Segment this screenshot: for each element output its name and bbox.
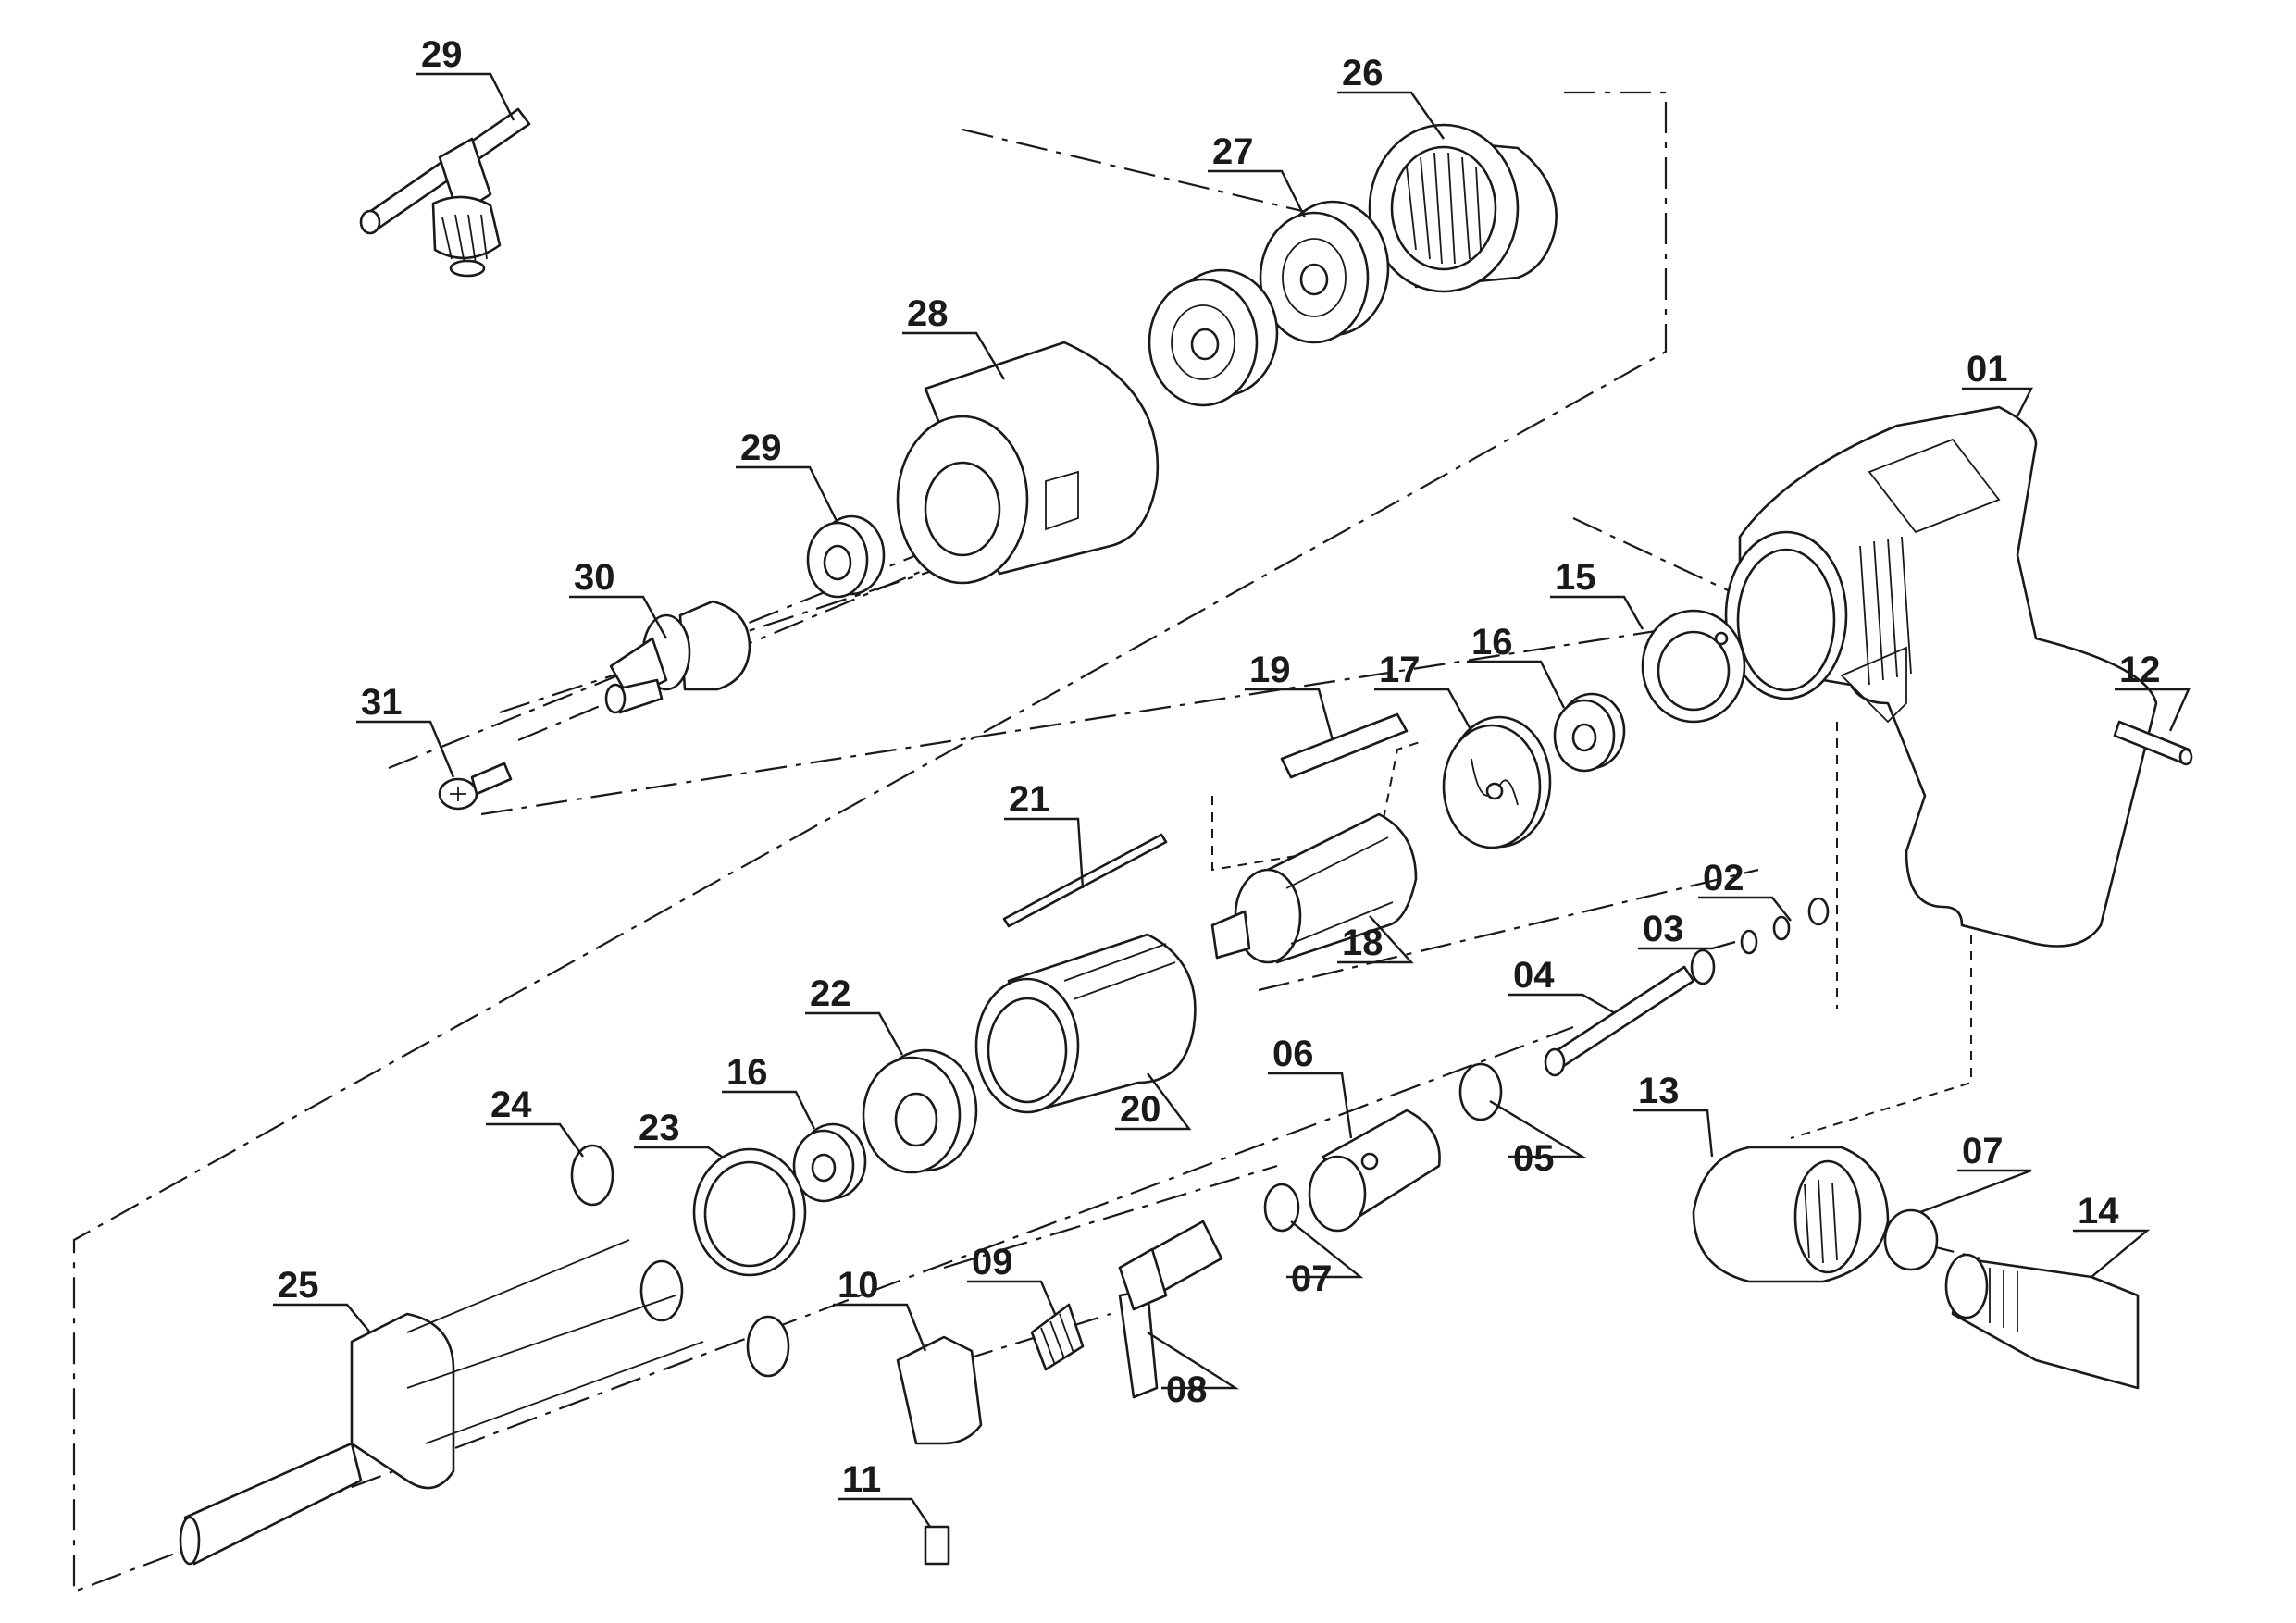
chuck-key-drawing bbox=[359, 107, 531, 278]
part-label-27: 27 bbox=[1212, 131, 1254, 172]
o-ring-05-drawing bbox=[1458, 1062, 1503, 1121]
vane-19-drawing bbox=[1280, 712, 1409, 779]
front-plate-22-drawing bbox=[862, 1048, 978, 1174]
part-label-16-rear: 16 bbox=[1471, 622, 1513, 663]
o-rings-02-03-drawing bbox=[1740, 897, 1830, 955]
part-label-31: 31 bbox=[361, 682, 403, 723]
part-label-09: 09 bbox=[972, 1242, 1013, 1282]
end-plate-15-drawing bbox=[1641, 609, 1746, 724]
part-label-06: 06 bbox=[1272, 1034, 1314, 1074]
part-label-12: 12 bbox=[2119, 650, 2161, 690]
reverse-lever-08-drawing bbox=[1118, 1220, 1223, 1399]
o-ring-07-right-drawing bbox=[1883, 1208, 1939, 1271]
pin-21-drawing bbox=[1002, 833, 1168, 928]
spacer-ring-29-drawing bbox=[806, 514, 886, 599]
part-labels: 29 26 27 28 29 30 31 01 12 15 16 17 19 2… bbox=[278, 34, 2161, 1500]
bearing-16-front-drawing bbox=[792, 1122, 867, 1203]
rear-plate-17-drawing bbox=[1442, 715, 1552, 849]
part-label-10: 10 bbox=[838, 1265, 879, 1306]
part-label-24: 24 bbox=[490, 1084, 532, 1125]
bearing-27-drawing bbox=[1259, 200, 1390, 344]
part-label-11: 11 bbox=[842, 1459, 881, 1500]
ring-23-drawing bbox=[692, 1147, 807, 1277]
part-label-04: 04 bbox=[1513, 955, 1555, 996]
rotor-18-drawing bbox=[1210, 812, 1418, 964]
pin-12-drawing bbox=[2113, 720, 2193, 766]
bearing-16-rear-drawing bbox=[1553, 692, 1626, 773]
spindle-25-drawing bbox=[179, 1239, 704, 1566]
part-label-22: 22 bbox=[810, 973, 851, 1014]
label-leader-lines bbox=[273, 72, 2191, 1528]
part-label-07-right: 07 bbox=[1962, 1131, 2004, 1171]
planet-gear-24-drawing bbox=[570, 1144, 790, 1378]
drill-chuck-drawing bbox=[604, 600, 751, 714]
part-label-21: 21 bbox=[1009, 779, 1050, 820]
part-label-18: 18 bbox=[1342, 923, 1384, 963]
spring-09-drawing bbox=[1030, 1303, 1085, 1371]
part-label-17: 17 bbox=[1379, 650, 1421, 690]
part-label-23: 23 bbox=[639, 1108, 680, 1148]
part-label-16-front: 16 bbox=[726, 1052, 768, 1093]
part-label-13: 13 bbox=[1638, 1071, 1680, 1111]
exhaust-cap-13-drawing bbox=[1692, 1146, 1890, 1283]
cylinder-20-drawing bbox=[974, 933, 1197, 1114]
bearing-front-drawing bbox=[1148, 268, 1279, 407]
front-housing-drawing bbox=[896, 341, 1160, 585]
part-label-20: 20 bbox=[1120, 1089, 1161, 1130]
set-screw-11-drawing bbox=[924, 1525, 950, 1566]
part-label-02: 02 bbox=[1703, 858, 1744, 898]
trigger-10-drawing bbox=[896, 1335, 983, 1445]
part-label-14: 14 bbox=[2078, 1191, 2119, 1232]
part-label-32: 29 bbox=[421, 34, 463, 75]
screw-31-drawing bbox=[438, 762, 513, 811]
part-label-08: 08 bbox=[1166, 1369, 1208, 1410]
part-label-15: 15 bbox=[1555, 557, 1596, 598]
part-label-05: 05 bbox=[1513, 1138, 1555, 1179]
reverse-valve-06-drawing bbox=[1308, 1109, 1441, 1233]
valve-stem-04-drawing bbox=[1544, 948, 1716, 1077]
part-label-01: 01 bbox=[1967, 349, 2008, 390]
part-label-26: 26 bbox=[1342, 53, 1384, 93]
ring-gear-housing-drawing bbox=[1368, 123, 1558, 293]
part-label-29: 29 bbox=[740, 427, 782, 468]
part-label-25: 25 bbox=[278, 1265, 319, 1306]
part-label-30: 30 bbox=[574, 557, 615, 598]
o-ring-07-drawing bbox=[1263, 1183, 1300, 1233]
part-label-03: 03 bbox=[1643, 909, 1684, 949]
air-inlet-14-drawing bbox=[1944, 1253, 2140, 1390]
motor-housing-drawing bbox=[1724, 405, 2158, 948]
part-label-28: 28 bbox=[907, 293, 949, 334]
part-label-19: 19 bbox=[1249, 650, 1291, 690]
part-label-07-center: 07 bbox=[1291, 1258, 1333, 1299]
